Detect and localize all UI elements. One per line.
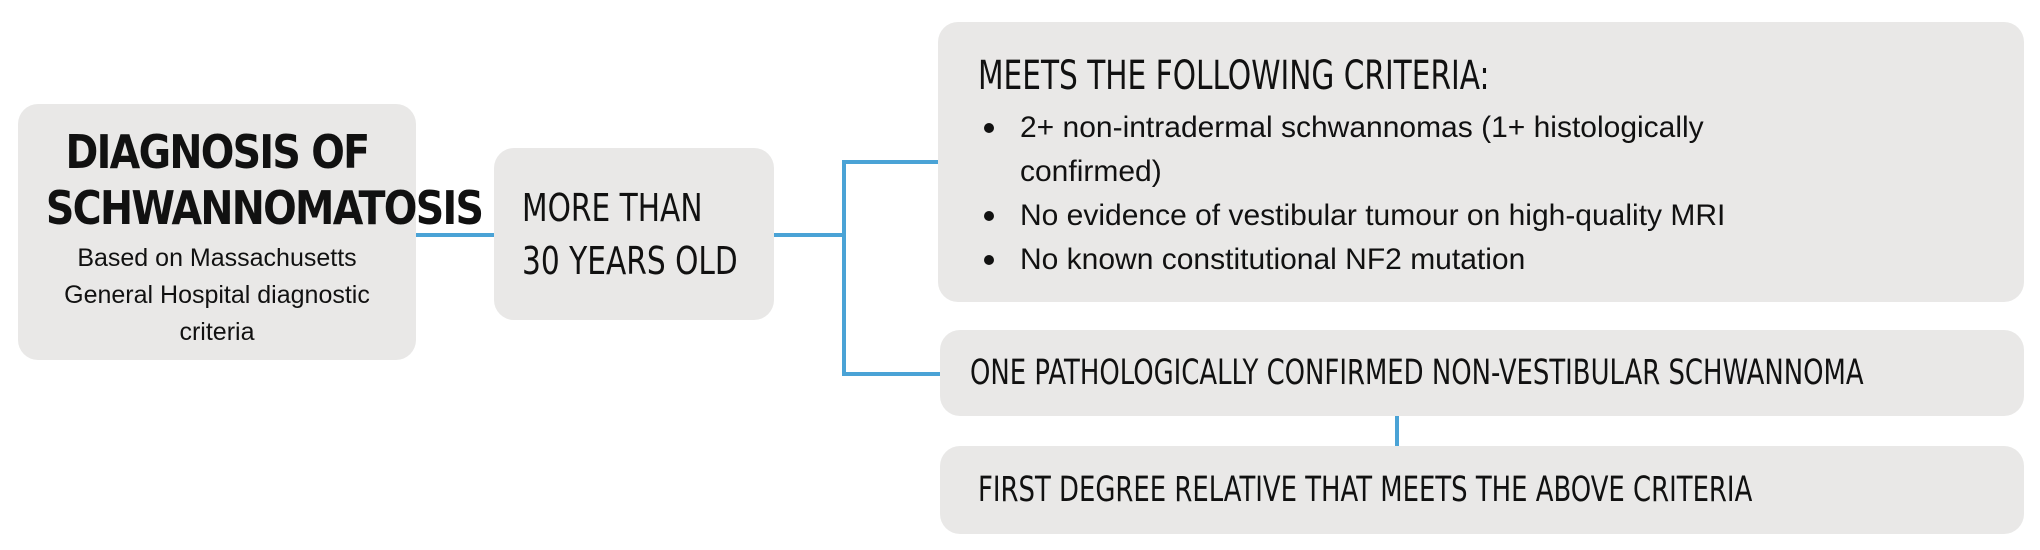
connector-age-to-branch (774, 233, 846, 237)
alternative-label: ONE PATHOLOGICALLY CONFIRMED NON-VESTIBU… (970, 353, 1864, 393)
age-text: MORE THAN 30 YEARS OLD (522, 182, 738, 288)
relative-label: FIRST DEGREE RELATIVE THAT MEETS THE ABO… (978, 470, 1753, 510)
criteria-list: 2+ non-intradermal schwannomas (1+ histo… (978, 106, 1984, 282)
age-node: MORE THAN 30 YEARS OLD (494, 148, 774, 320)
connector-alternative-to-relative (1395, 416, 1399, 446)
connector-branch-to-alternative (842, 372, 940, 376)
diagnosis-title-line2: SCHWANNOMATOSIS (45, 181, 484, 235)
diagnosis-node: DIAGNOSIS OF SCHWANNOMATOSIS Based on Ma… (18, 104, 484, 360)
criteria-node: MEETS THE FOLLOWING CRITERIA: 2+ non-int… (938, 22, 2024, 302)
age-line2: 30 YEARS OLD (522, 239, 738, 283)
connector-branch-vertical (842, 160, 846, 376)
age-line1: MORE THAN (522, 186, 703, 230)
diagnosis-title-line1: DIAGNOSIS OF (65, 125, 371, 179)
criteria-heading: MEETS THE FOLLOWING CRITERIA: (978, 53, 1490, 99)
connector-diagnosis-to-age (416, 233, 494, 237)
diagnosis-title: DIAGNOSIS OF SCHWANNOMATOSIS (45, 124, 484, 236)
relative-node: FIRST DEGREE RELATIVE THAT MEETS THE ABO… (940, 446, 2024, 534)
connector-branch-to-criteria (842, 160, 938, 164)
diagnosis-subtitle: Based on Massachusetts General Hospital … (64, 244, 370, 346)
criteria-item: No known constitutional NF2 mutation (978, 238, 2000, 282)
alternative-node: ONE PATHOLOGICALLY CONFIRMED NON-VESTIBU… (940, 330, 2024, 416)
criteria-item: 2+ non-intradermal schwannomas (1+ histo… (978, 106, 1780, 194)
criteria-item: No evidence of vestibular tumour on high… (978, 194, 2000, 238)
